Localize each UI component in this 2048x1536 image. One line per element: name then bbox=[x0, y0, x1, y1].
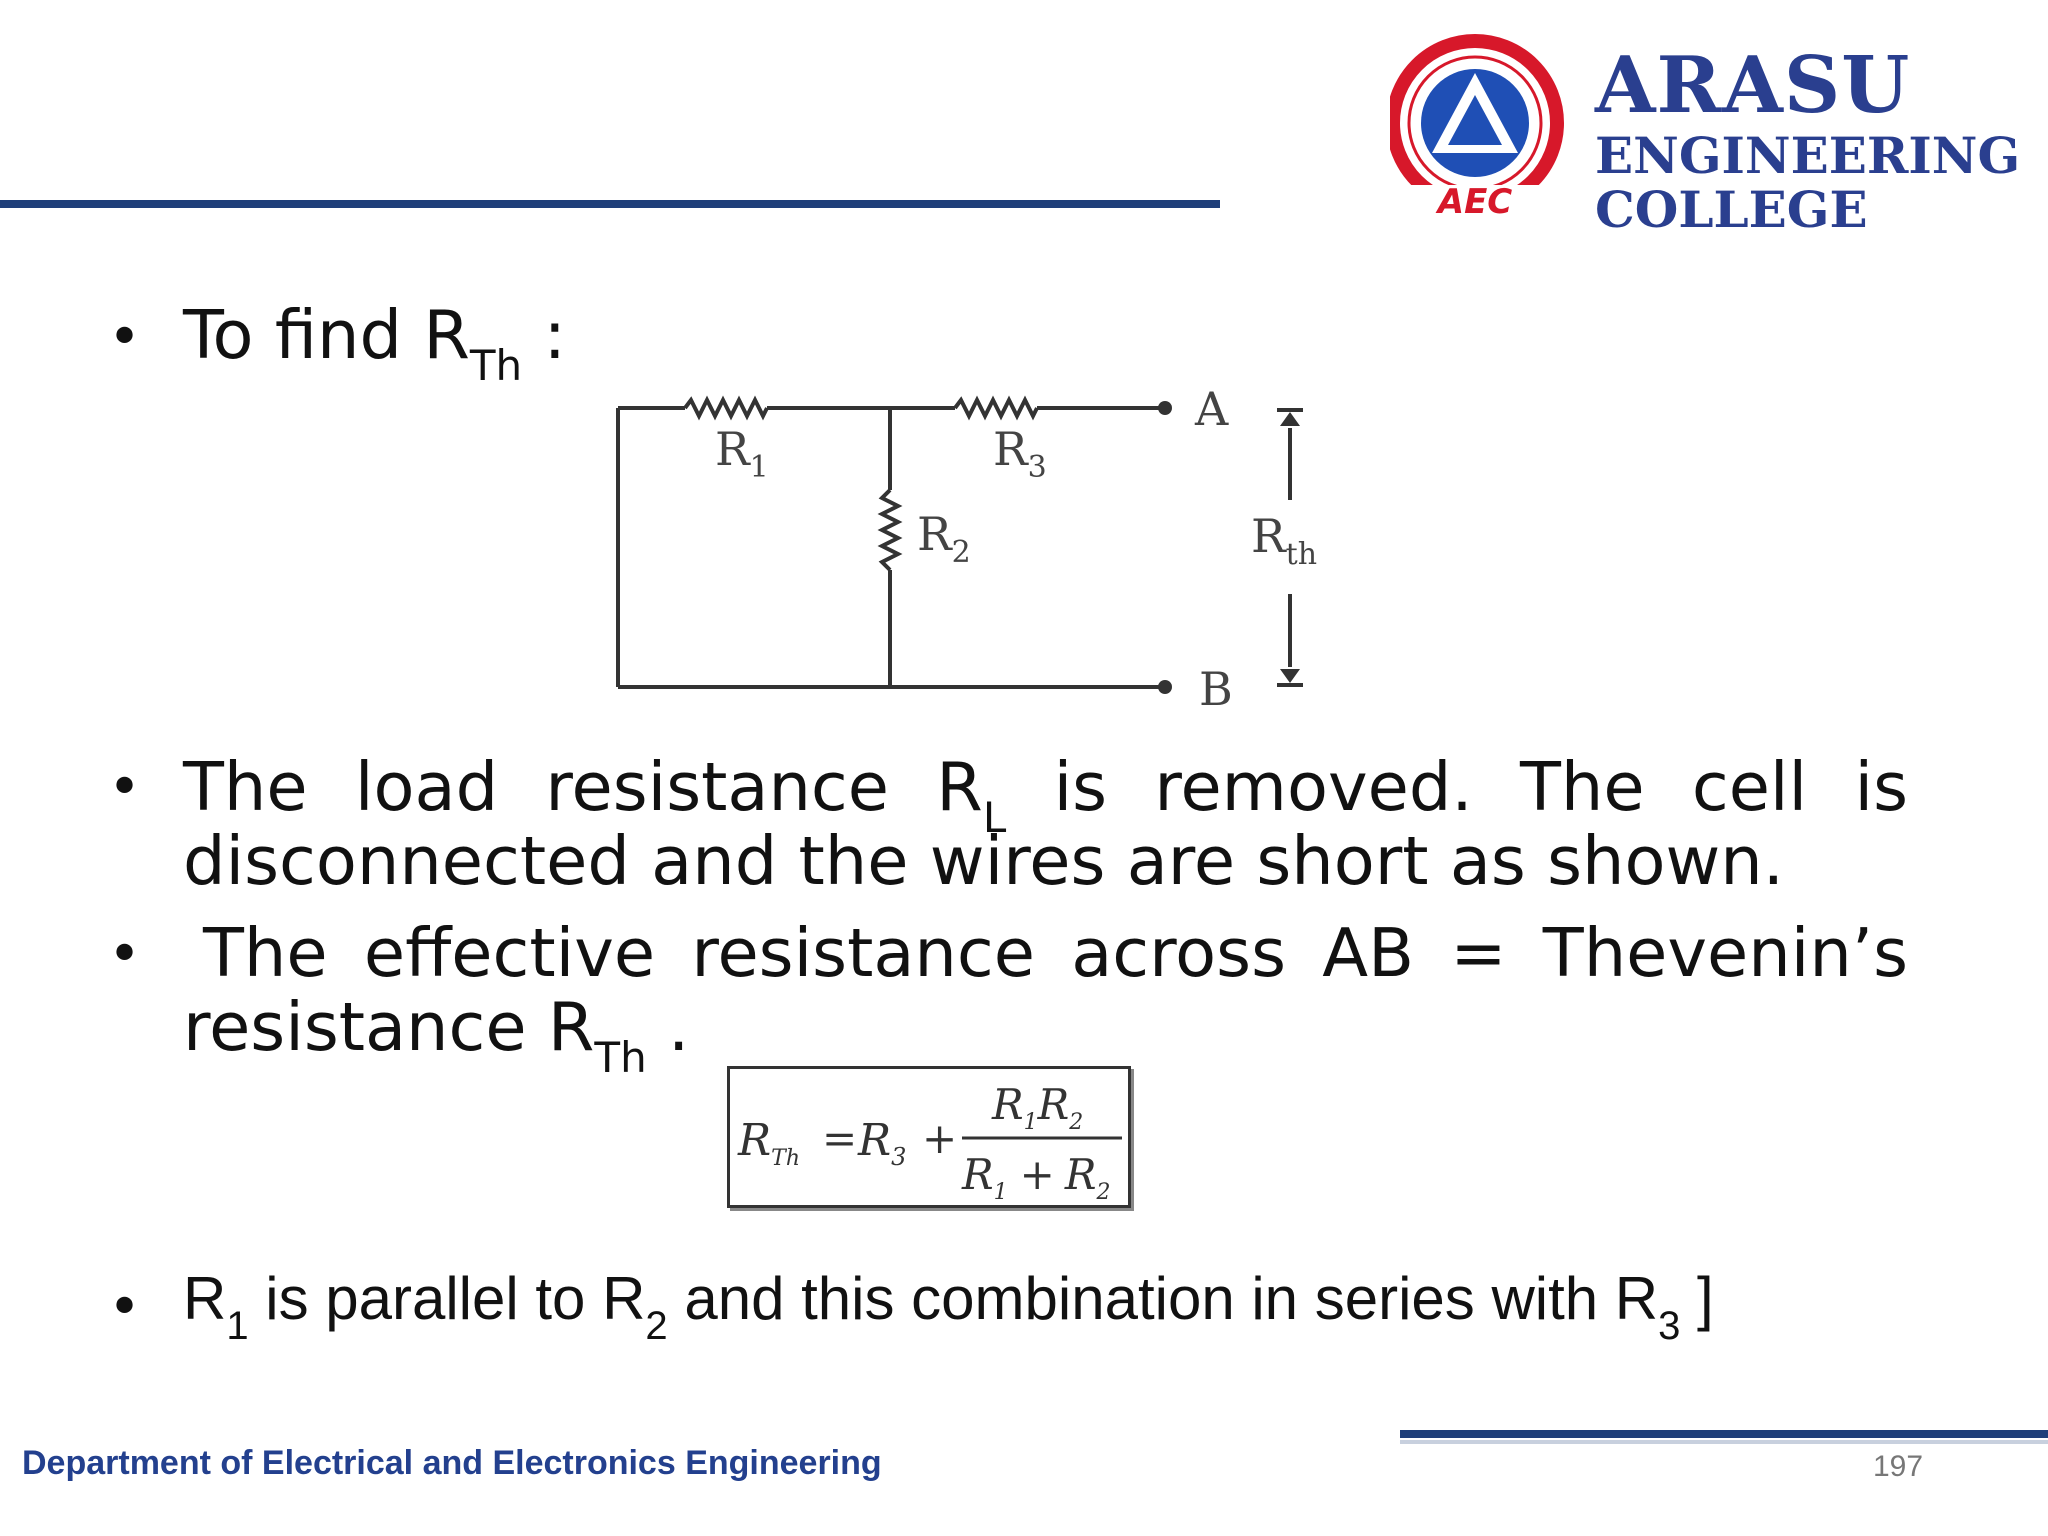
word: The bbox=[183, 748, 308, 826]
footer-rule-shadow bbox=[1400, 1440, 2048, 1444]
subscript: Th bbox=[594, 1033, 647, 1082]
formula-box: RTh = R3 + R1R2 R1+R2 bbox=[727, 1066, 1131, 1208]
rth-formula: RTh = R3 + R1R2 R1+R2 bbox=[737, 1080, 1122, 1205]
svg-text:RTh: RTh bbox=[737, 1115, 800, 1171]
word: cell bbox=[1691, 748, 1808, 826]
svg-text:R3: R3 bbox=[857, 1115, 906, 1171]
label-rth: Rth bbox=[1251, 509, 1317, 572]
subscript: L bbox=[982, 793, 1007, 842]
text-run: and this combination in series with R bbox=[667, 1265, 1659, 1332]
subscript: 1 bbox=[226, 1304, 249, 1348]
college-name-line2: ENGINEERING bbox=[1595, 126, 2021, 185]
department-footer: Department of Electrical and Electronics… bbox=[22, 1444, 882, 1482]
svg-text:R1R2: R1R2 bbox=[991, 1080, 1083, 1135]
terminal-a-dot bbox=[1158, 401, 1172, 415]
college-name: ARASU ENGINEERING COLLEGE bbox=[1595, 47, 2020, 235]
bullet-dot: • bbox=[108, 1275, 142, 1340]
bullet-dot: • bbox=[108, 755, 142, 820]
bullet-dot: • bbox=[108, 305, 142, 370]
page-number: 197 bbox=[1873, 1450, 1924, 1483]
seal-icon: AEC bbox=[1390, 34, 1564, 222]
college-name-line1: ARASU bbox=[1595, 40, 1911, 131]
word: The bbox=[1519, 748, 1645, 826]
text-run: To find R bbox=[183, 296, 470, 374]
bullet-2-line-1: The load resistance RL is removed. The c… bbox=[183, 748, 1908, 842]
word: removed. bbox=[1154, 748, 1473, 826]
text-run: . bbox=[646, 988, 690, 1066]
word: is bbox=[1053, 748, 1108, 826]
circuit-diagram: R1 R3 R2 Rth A B bbox=[616, 382, 1317, 716]
label-node-a: A bbox=[1194, 382, 1229, 436]
subscript: 2 bbox=[645, 1304, 668, 1348]
text-run: is parallel to R bbox=[248, 1265, 646, 1332]
label-node-b: B bbox=[1199, 662, 1233, 716]
bullet-3-line-2: resistance RTh . bbox=[183, 988, 690, 1082]
text-run: R bbox=[183, 1265, 227, 1332]
label-r1: R1 bbox=[715, 422, 769, 485]
terminal-b-dot bbox=[1158, 680, 1172, 694]
header-rule bbox=[0, 200, 1220, 208]
college-name-line3: COLLEGE bbox=[1595, 180, 1868, 239]
label-r3: R3 bbox=[993, 422, 1047, 485]
word: load bbox=[354, 748, 499, 826]
bullet-2-line-2: disconnected and the wires are short as … bbox=[183, 822, 1784, 900]
bullet-3-line-1: The effective resistance across AB = The… bbox=[203, 914, 1908, 992]
svg-text:R1+R2: R1+R2 bbox=[961, 1150, 1110, 1205]
label-r2: R2 bbox=[917, 507, 971, 570]
subscript: 3 bbox=[1658, 1304, 1681, 1348]
text-run: resistance R bbox=[183, 988, 595, 1066]
footer-rule bbox=[1400, 1430, 2048, 1438]
bullet-4-text: R1 is parallel to R2 and this combinatio… bbox=[183, 1262, 1714, 1348]
word: is bbox=[1854, 748, 1908, 826]
word: resistance bbox=[545, 748, 889, 826]
bullet-dot: • bbox=[108, 922, 142, 987]
text-run: : bbox=[522, 296, 567, 374]
text-run: ] bbox=[1680, 1265, 1714, 1332]
college-logo: AEC ARASU ENGINEERING COLLEGE bbox=[1390, 25, 2030, 235]
subscript: Th bbox=[469, 341, 523, 390]
svg-text:=: = bbox=[822, 1114, 857, 1163]
bullet-1-text: To find RTh : bbox=[183, 296, 567, 390]
word: RL bbox=[936, 748, 1007, 842]
svg-text:+: + bbox=[922, 1114, 957, 1163]
seal-abbr-text: AEC bbox=[1435, 182, 1513, 222]
